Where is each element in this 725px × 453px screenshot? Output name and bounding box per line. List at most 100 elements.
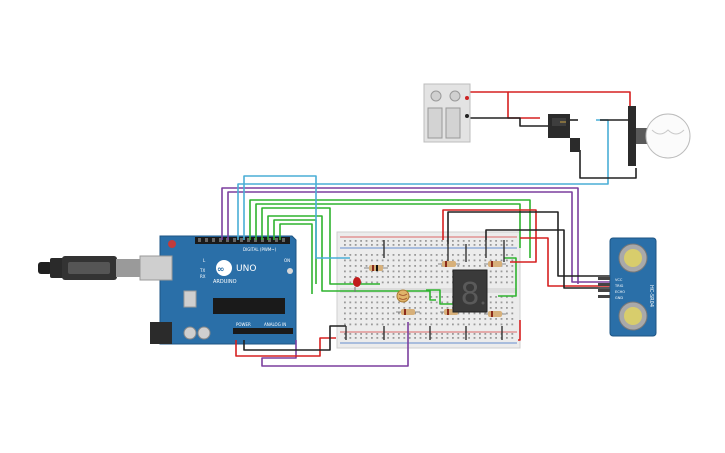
breadboard-hole [473, 254, 476, 256]
breadboard-hole [506, 259, 508, 262]
breadboard-hole [344, 301, 346, 304]
arduino-model-text: UNO [236, 264, 256, 274]
breadboard-hole [425, 270, 427, 273]
breadboard-hole [419, 301, 422, 304]
breadboard-hole [344, 254, 346, 256]
breadboard-hole [381, 281, 384, 284]
breadboard-hole [511, 296, 514, 298]
reset-button[interactable] [168, 240, 176, 248]
breadboard-hole [441, 281, 443, 284]
breadboard-hole [376, 259, 379, 262]
breadboard-hole [381, 337, 384, 339]
breadboard-hole [408, 281, 411, 284]
breadboard-hole [500, 259, 503, 262]
breadboard-hole [430, 307, 433, 309]
breadboard-hole [479, 244, 481, 246]
resistor-segment-1[interactable] [438, 261, 460, 267]
breadboard-hole [435, 270, 438, 273]
breadboard-hole [354, 270, 357, 273]
breadboard-hole [349, 318, 352, 320]
breadboard-hole [425, 318, 427, 320]
breadboard-hole [376, 333, 379, 335]
breadboard-hole [387, 240, 389, 242]
breadboard-hole [398, 244, 400, 246]
breadboard-hole [435, 296, 438, 298]
photoresistor[interactable] [396, 289, 410, 303]
breadboard-hole [392, 259, 395, 262]
breadboard-hole [381, 244, 384, 246]
svg-text:∞: ∞ [217, 265, 225, 275]
relay-module[interactable] [548, 114, 580, 152]
breadboard-hole [500, 323, 503, 326]
breadboard-hole [371, 259, 373, 262]
breadboard-hole [430, 265, 433, 267]
breadboard-hole [457, 333, 460, 335]
seven-segment-display[interactable]: 8 [452, 269, 488, 313]
breadboard-hole [425, 312, 427, 315]
breadboard-hole [371, 337, 373, 339]
breadboard-hole [489, 244, 492, 246]
breadboard-hole [506, 270, 508, 273]
breadboard-hole [365, 312, 368, 315]
arduino-uno-board[interactable]: DIGITAL (PWM~) ∞ ARDUINO UNO L TX RX ON … [139, 235, 297, 345]
breadboard-hole [360, 323, 362, 326]
breadboard-hole [392, 240, 395, 242]
breadboard-hole [473, 318, 476, 320]
resistor-segment-4[interactable] [484, 311, 506, 317]
breadboard-hole [381, 259, 384, 262]
breadboard-hole [441, 337, 443, 339]
breadboard-hole [403, 254, 406, 256]
breadboard-hole [392, 270, 395, 273]
breadboard-hole [511, 333, 514, 335]
ultrasonic-sensor[interactable]: VCC TRIG ECHO GND HC-SR04 [598, 237, 657, 337]
breadboard-hole [511, 301, 514, 304]
breadboard-hole [441, 296, 443, 298]
breadboard-hole [425, 276, 427, 278]
breadboard-hole [360, 312, 362, 315]
breadboard-hole [506, 312, 508, 315]
breadboard-hole [435, 337, 438, 339]
breadboard-hole [408, 318, 411, 320]
breadboard-hole [495, 333, 497, 335]
breadboard-hole [371, 281, 373, 284]
breadboard-hole [344, 307, 346, 309]
breadboard-hole [403, 244, 406, 246]
breadboard-hole [430, 296, 433, 298]
breadboard-hole [387, 312, 389, 315]
breadboard-hole [360, 254, 362, 256]
breadboard-hole [376, 281, 379, 284]
breadboard-hole [419, 254, 422, 256]
resistor-ldr[interactable] [396, 309, 420, 315]
resistor-segment-2[interactable] [484, 261, 506, 267]
sensor-pin-trig: TRIG [614, 284, 624, 288]
switch-module[interactable] [423, 83, 471, 143]
breadboard-hole [371, 276, 373, 278]
breadboard-hole [457, 240, 460, 242]
led-red[interactable] [353, 277, 361, 292]
light-bulb[interactable] [628, 106, 691, 166]
breadboard-hole [360, 270, 362, 273]
resistor-led[interactable] [364, 265, 388, 271]
breadboard-hole [344, 296, 346, 298]
breadboard-hole [376, 307, 379, 309]
breadboard-hole [511, 244, 514, 246]
breadboard-hole [441, 333, 443, 335]
breadboard-hole [398, 281, 400, 284]
breadboard-hole [344, 244, 346, 246]
breadboard-hole [419, 318, 422, 320]
breadboard-hole [435, 244, 438, 246]
breadboard-hole [500, 296, 503, 298]
breadboard-hole [489, 296, 492, 298]
breadboard-hole [398, 337, 400, 339]
breadboard-hole [381, 240, 384, 242]
breadboard-hole [414, 265, 416, 267]
breadboard-hole [392, 318, 395, 320]
breadboard-hole [414, 296, 416, 298]
breadboard-hole [425, 281, 427, 284]
breadboard-hole [425, 301, 427, 304]
breadboard-hole [349, 244, 352, 246]
breadboard-hole [354, 301, 357, 304]
breadboard-hole [349, 301, 352, 304]
breadboard-hole [392, 312, 395, 315]
breadboard-hole [435, 254, 438, 256]
